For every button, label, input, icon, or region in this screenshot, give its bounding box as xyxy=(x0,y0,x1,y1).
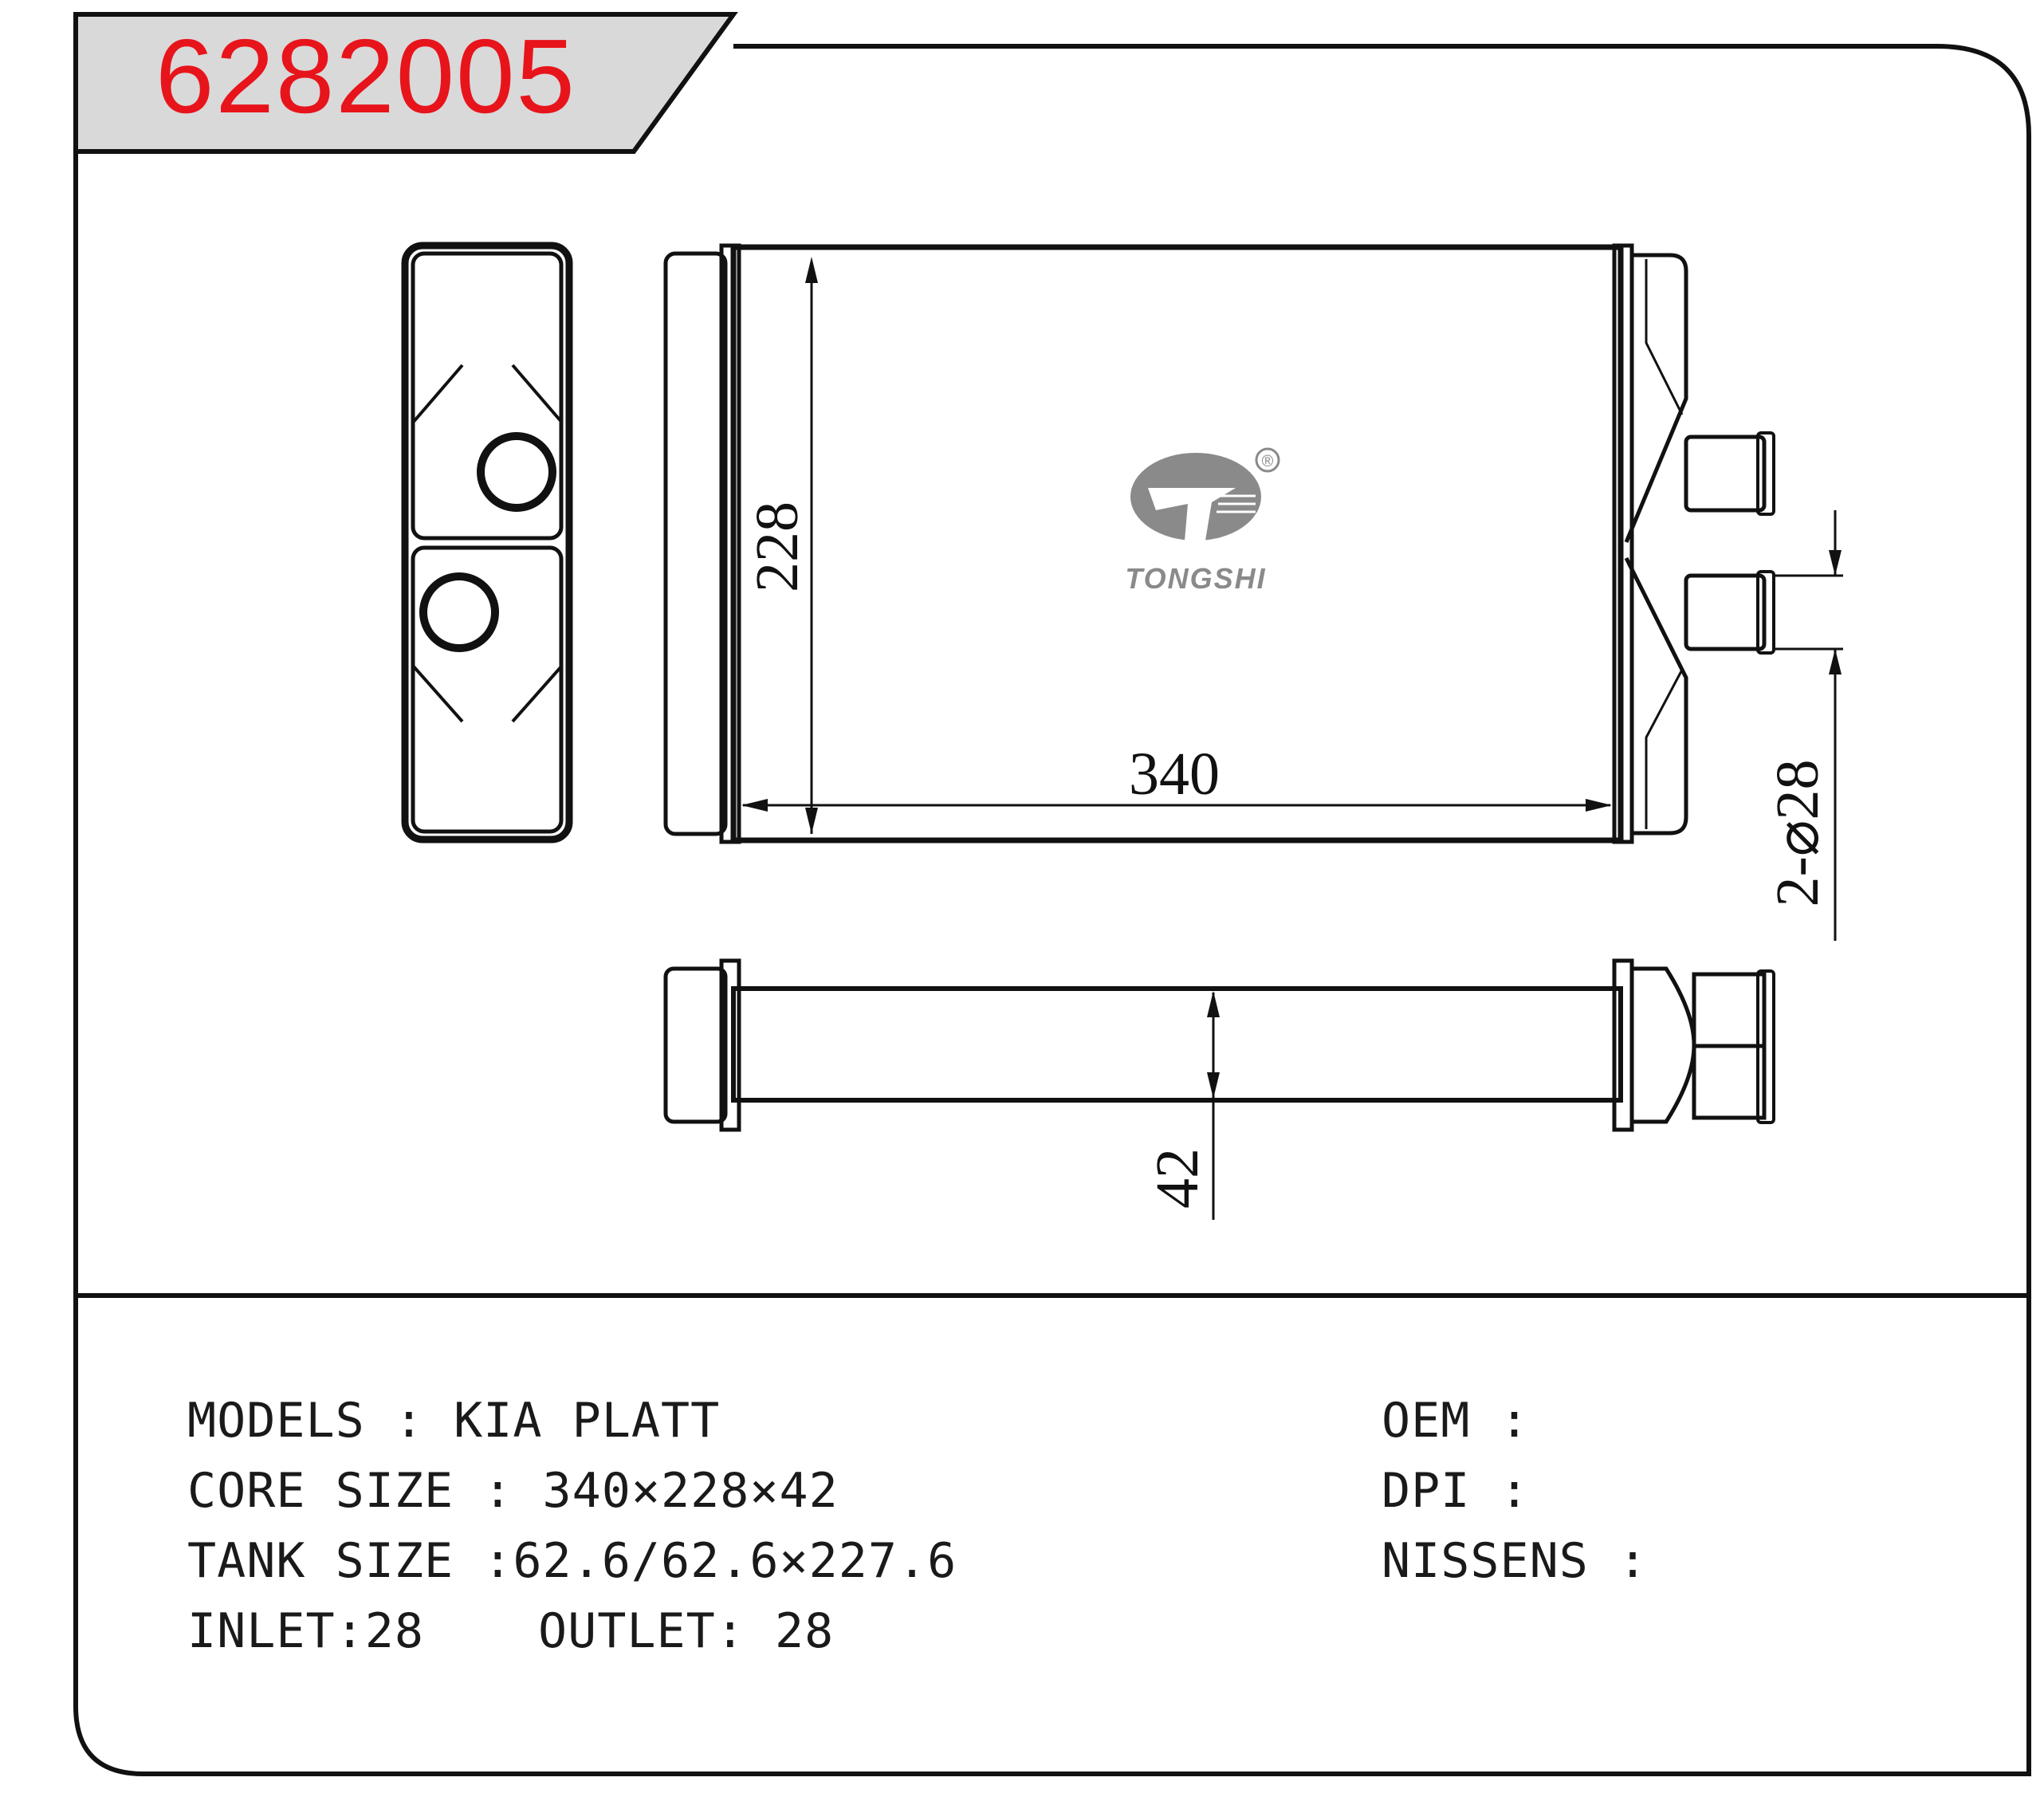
front-view xyxy=(663,243,1843,941)
registered-mark: ® xyxy=(1262,453,1274,470)
outlet-value: 28 xyxy=(775,1603,835,1659)
spec-core-size: CORE SIZE : 340×228×42 xyxy=(187,1463,839,1519)
brand-name: TONGSHI xyxy=(1125,562,1266,595)
dim-thickness-label: 42 xyxy=(1144,1148,1211,1209)
outlet-label: OUTLET xyxy=(538,1603,716,1659)
drawing-frame xyxy=(73,44,2031,1776)
tank-label: TANK SIZE xyxy=(187,1533,454,1589)
oem-label: OEM xyxy=(1382,1393,1471,1449)
bottom-view xyxy=(663,958,1775,1220)
spec-oem: OEM : xyxy=(1382,1393,1559,1449)
dim-length-label: 340 xyxy=(1129,741,1220,808)
core-label: CORE SIZE xyxy=(187,1463,454,1519)
spec-outlet: OUTLET: 28 xyxy=(538,1603,835,1659)
side-view xyxy=(401,242,573,843)
part-number: 6282005 xyxy=(155,18,576,135)
models-label: MODELS xyxy=(187,1393,365,1449)
core-value: 340×228×42 xyxy=(542,1463,839,1519)
registered-icon xyxy=(1255,447,1280,473)
inlet-value: 28 xyxy=(364,1603,424,1659)
dpi-label: DPI xyxy=(1382,1463,1471,1519)
spec-tank-size: TANK SIZE :62.6/62.6×227.6 xyxy=(187,1533,957,1589)
spec-models: MODELS : KIA PLATT xyxy=(187,1393,721,1449)
part-number-tab xyxy=(73,12,738,154)
tongshi-logo: ® TONGSHI xyxy=(1125,447,1280,595)
nissens-label: NISSENS xyxy=(1382,1533,1589,1589)
dim-pipe-label: 2-⌀28 xyxy=(1764,759,1831,906)
models-value: KIA PLATT xyxy=(454,1393,721,1449)
tank-value: 62.6/62.6×227.6 xyxy=(513,1533,957,1589)
spec-dpi: DPI : xyxy=(1382,1463,1559,1519)
inlet-label: INLET xyxy=(187,1603,336,1659)
dim-height-label: 228 xyxy=(744,501,811,592)
spec-nissens: NISSENS : xyxy=(1382,1533,1678,1589)
spec-inlet: INLET:28 xyxy=(187,1603,424,1659)
